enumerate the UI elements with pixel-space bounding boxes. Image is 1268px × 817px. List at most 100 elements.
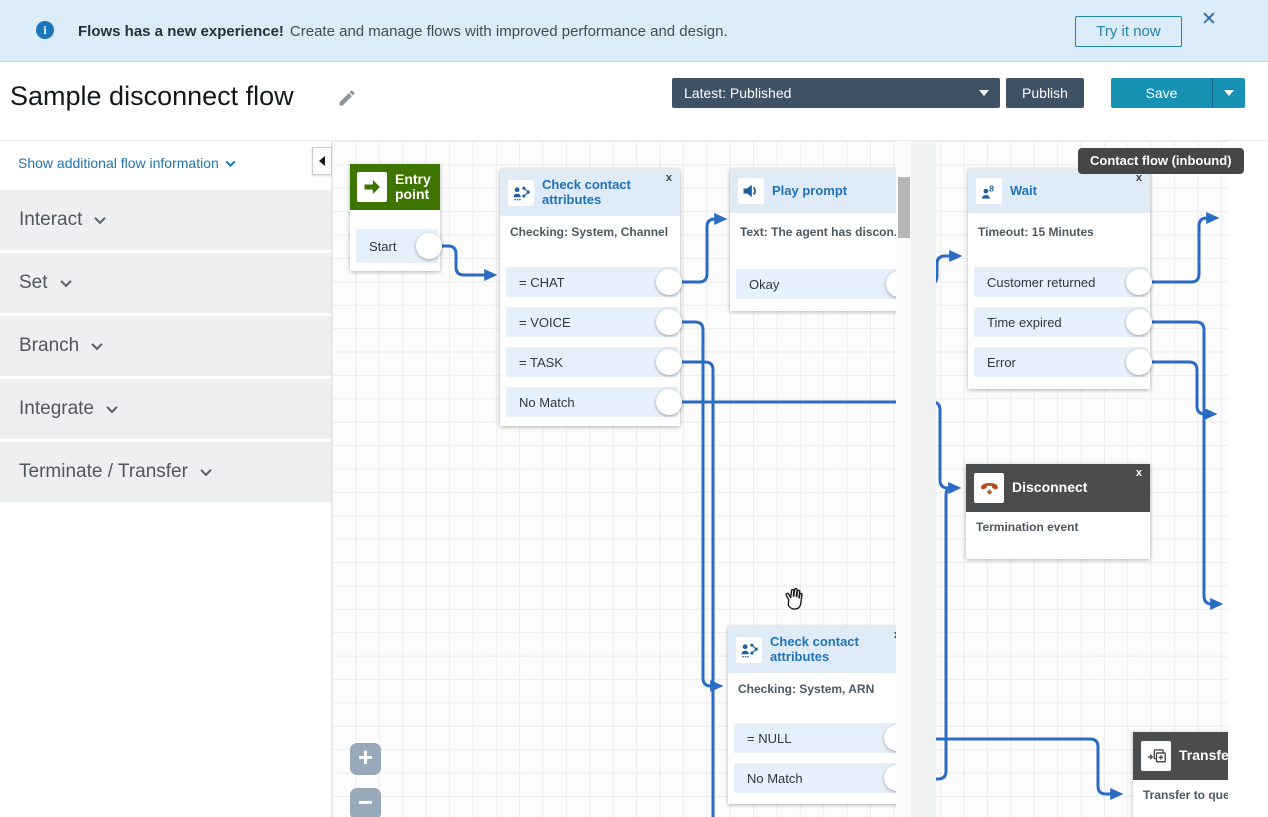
node-title: Check contact attributes: [770, 635, 900, 664]
flow-type-tooltip: Contact flow (inbound): [1078, 148, 1244, 174]
section-label: Branch: [19, 335, 79, 357]
flow-canvas[interactable]: Entry pointStartCheck contact attributes…: [332, 141, 1228, 817]
node-info-text: Termination event: [976, 520, 1144, 534]
disconnect-icon: [974, 473, 1004, 503]
info-icon: i: [36, 21, 54, 39]
canvas-vertical-scrollbar[interactable]: [896, 141, 911, 817]
section-label: Integrate: [19, 398, 94, 420]
banner-message-bold: Flows has a new experience!: [78, 23, 284, 40]
node-output-row: = NULL: [734, 723, 906, 753]
hand-cursor-icon: [778, 585, 808, 615]
node-header: Transfer t: [1133, 732, 1228, 780]
node-title: Wait: [1010, 184, 1037, 199]
section-label: Terminate / Transfer: [19, 461, 188, 483]
edit-title-icon[interactable]: [337, 88, 357, 113]
notification-banner: i Flows has a new experience! Create and…: [0, 0, 1268, 62]
node-header: Check contact attributesx: [728, 626, 908, 673]
connector-port[interactable]: [1126, 269, 1152, 295]
chevron-down-icon: [60, 276, 71, 287]
chevron-down-icon: [200, 465, 211, 476]
node-output-row: Okay: [736, 269, 908, 299]
save-button-group: Save: [1111, 78, 1245, 108]
check-contact-attributes-icon: [508, 180, 534, 206]
play-prompt-icon: [738, 178, 764, 204]
sidebar-section-terminate-transfer[interactable]: Terminate / Transfer: [0, 442, 331, 502]
entry-arrow-icon: [357, 172, 387, 202]
output-row-label: = TASK: [519, 355, 563, 370]
node-title: Play prompt: [772, 184, 847, 199]
output-row-label: Error: [987, 355, 1016, 370]
sidebar-section-integrate[interactable]: Integrate: [0, 379, 331, 439]
check-contact-attributes-icon: [736, 637, 762, 663]
flow-node-wait[interactable]: 8WaitxTimeout: 15 MinutesCustomer return…: [968, 169, 1150, 389]
chevron-down-icon: [95, 213, 106, 224]
connector-port[interactable]: [1126, 309, 1152, 335]
save-button[interactable]: Save: [1111, 78, 1212, 108]
node-header: Play promptx: [730, 169, 910, 213]
node-output-row: = CHAT: [506, 267, 678, 297]
close-node-icon[interactable]: x: [666, 172, 672, 184]
connector-port[interactable]: [656, 349, 682, 375]
node-output-row: Start: [356, 229, 438, 263]
node-output-rows: Start: [356, 229, 438, 273]
sidebar-section-interact[interactable]: Interact: [0, 190, 331, 250]
transfer-queue-icon: [1141, 741, 1171, 771]
try-it-now-button[interactable]: Try it now: [1075, 16, 1182, 47]
output-row-label: Time expired: [987, 315, 1062, 330]
flow-node-entry[interactable]: Entry pointStart: [350, 164, 440, 271]
banner-close-icon[interactable]: ✕: [1197, 8, 1221, 32]
node-info-text: Checking: System, ARN: [738, 682, 902, 696]
sidebar-section-branch[interactable]: Branch: [0, 316, 331, 376]
node-output-rows: = CHAT= VOICE= TASKNo Match: [506, 267, 678, 427]
wait-icon: 8: [976, 178, 1002, 204]
section-label: Set: [19, 272, 48, 294]
scrollbar-thumb[interactable]: [898, 177, 910, 238]
chevron-down-icon: [225, 157, 235, 167]
node-output-rows: = NULL No Match: [734, 723, 906, 803]
node-title: Disconnect: [1012, 480, 1087, 496]
connector-port[interactable]: [656, 389, 682, 415]
connector-port[interactable]: [416, 233, 442, 259]
flow-node-check-attributes-1[interactable]: Check contact attributesxChecking: Syste…: [500, 169, 680, 426]
node-output-rows: Customer returnedTime expiredError: [974, 267, 1148, 387]
flow-node-transfer-to-queue[interactable]: Transfer tTransfer to que: [1133, 732, 1228, 817]
chevron-down-icon: [1224, 90, 1234, 96]
chevron-left-icon: [319, 156, 325, 166]
node-info-text: Checking: System, Channel: [510, 225, 674, 239]
connector-port[interactable]: [656, 309, 682, 335]
node-output-row: Customer returned: [974, 267, 1148, 297]
right-gutter: [911, 141, 936, 817]
sidebar-section-set[interactable]: Set: [0, 253, 331, 313]
node-output-rows: Okay: [736, 269, 908, 309]
close-node-icon[interactable]: x: [1136, 467, 1142, 479]
zoom-in-button[interactable]: +: [350, 743, 381, 775]
chevron-down-icon: [92, 339, 103, 350]
version-selector-value: Latest: Published: [684, 85, 791, 101]
output-row-label: = CHAT: [519, 275, 565, 290]
show-additional-flow-info-link[interactable]: Show additional flow information: [18, 155, 234, 171]
sidebar-collapse-button[interactable]: [312, 147, 332, 175]
connector-port[interactable]: [1126, 349, 1152, 375]
sidebar: Show additional flow information Interac…: [0, 141, 332, 817]
output-row-label: Start: [369, 239, 396, 254]
node-title: Entry point: [395, 172, 433, 201]
page-title: Sample disconnect flow: [10, 81, 294, 112]
node-output-row: No Match: [734, 763, 906, 793]
section-label: Interact: [19, 209, 82, 231]
flow-node-disconnect[interactable]: Disconnect xTermination event: [966, 464, 1150, 559]
flow-edge: [669, 362, 713, 817]
sidebar-sections: InteractSetBranchIntegrateTerminate / Tr…: [0, 190, 331, 505]
node-title: Check contact attributes: [542, 178, 672, 207]
node-output-row: Time expired: [974, 307, 1148, 337]
node-output-row: No Match: [506, 387, 678, 417]
version-selector-dropdown[interactable]: Latest: Published: [672, 78, 1000, 108]
flow-node-check-attributes-2[interactable]: Check contact attributesxChecking: Syste…: [728, 626, 908, 804]
node-header: Entry point: [350, 164, 440, 210]
save-dropdown-button[interactable]: [1212, 78, 1245, 108]
connector-port[interactable]: [656, 269, 682, 295]
zoom-out-button[interactable]: −: [350, 788, 381, 817]
publish-button[interactable]: Publish: [1006, 78, 1084, 108]
content-area: Show additional flow information Interac…: [0, 140, 1268, 817]
flow-node-play-prompt[interactable]: Play promptxText: The agent has discon..…: [730, 169, 910, 311]
node-header: Check contact attributesx: [500, 169, 680, 216]
